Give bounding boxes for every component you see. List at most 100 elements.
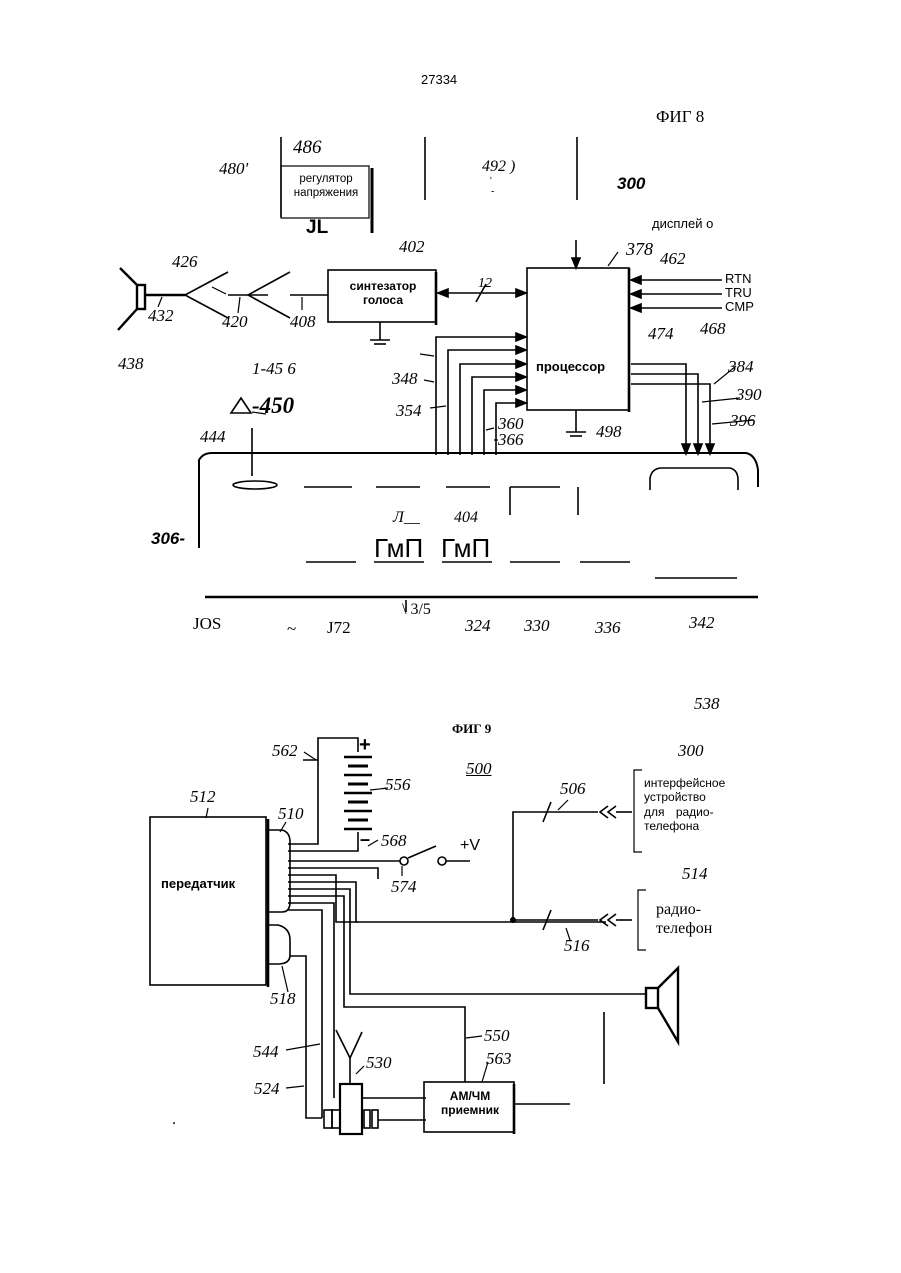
battery-minus: –	[360, 830, 370, 848]
supply-plus-v: +V	[460, 838, 480, 854]
processor-block	[527, 240, 629, 436]
processor-output-lines	[631, 364, 714, 454]
voice-synthesizer-label-line2: голоса	[330, 294, 436, 308]
ref-378: 378	[626, 240, 653, 258]
ref-500: 500	[466, 760, 492, 777]
ref-563: 563	[486, 1050, 512, 1067]
processor-label: процессор	[536, 360, 605, 373]
ref-574: 574	[391, 878, 417, 895]
ref-530: 530	[366, 1054, 392, 1071]
voice-synthesizer-label-line1: синтезатор	[330, 280, 436, 294]
interface-device-bracket	[634, 770, 642, 852]
ref-456: 1-45 6	[252, 360, 296, 377]
ref-524: 524	[254, 1080, 280, 1097]
ref-jl: JL	[306, 218, 328, 237]
ref-j72: J72	[327, 619, 351, 636]
segment-glyph-1: ГмП	[374, 535, 423, 561]
ref-315: \ 3/5	[402, 602, 431, 618]
ref-538: 538	[694, 695, 720, 712]
signal-cmp: CMP	[725, 300, 754, 313]
page-number: 27334	[421, 73, 457, 86]
radiophone-label-line1: радио-	[656, 900, 712, 919]
ref-420: 420	[222, 313, 248, 330]
ref-486: 486	[293, 138, 322, 157]
fig9-ref-300: 300	[678, 742, 704, 759]
ref-462: 462	[660, 250, 686, 267]
ref-492: 492 )	[482, 159, 515, 175]
power-switch	[288, 846, 470, 865]
transmitter-label: передатчик	[161, 877, 235, 890]
ref-384: 384	[728, 358, 754, 375]
ref-544: 544	[253, 1043, 279, 1060]
battery-plus: +	[359, 735, 371, 755]
ref-330: 330	[524, 617, 550, 634]
leader-lines	[158, 252, 754, 1088]
ref-562: 562	[272, 742, 298, 759]
interface-device-label-line3: для радио-	[644, 805, 725, 819]
stray-dot: .	[172, 1112, 176, 1128]
antenna-icon	[336, 1030, 362, 1084]
interface-device-label: интерфейсное устройство для радио- телеф…	[644, 776, 725, 834]
ref-444: 444	[200, 428, 226, 445]
segment-glyph-2: ГмП	[441, 535, 490, 561]
ref-450: -450	[252, 394, 294, 417]
voltage-regulator-label-line2: напряжения	[283, 187, 369, 201]
triangle-symbol-450	[231, 398, 251, 413]
radiophone-bracket	[638, 890, 646, 950]
voice-synthesizer-label: синтезатор голоса	[330, 280, 436, 308]
ref-480: 480'	[219, 160, 248, 177]
ref-354: 354	[396, 402, 422, 419]
ref-426: 426	[172, 253, 198, 270]
transmitter-wires	[288, 868, 646, 1118]
ref-390: 390	[736, 386, 762, 403]
ref-jos: JOS	[193, 615, 221, 632]
ref-324: 324	[465, 617, 491, 634]
ref-366: 366	[498, 431, 524, 448]
ref-556: 556	[385, 776, 411, 793]
interface-device-label-line4: телефона	[644, 819, 725, 833]
ref-306: 306-	[151, 530, 185, 547]
interface-device-label-line1: интерфейсное	[644, 776, 725, 790]
voltage-regulator-label-line1: регулятор	[283, 173, 369, 187]
am-fm-receiver-label-line1: АМ/ЧМ	[426, 1090, 514, 1104]
status-input-lines	[631, 276, 722, 312]
ref-514: 514	[682, 865, 708, 882]
ref-342: 342	[689, 614, 715, 631]
ref-550: 550	[484, 1027, 510, 1044]
am-fm-receiver-label: АМ/ЧМ приемник	[426, 1090, 514, 1118]
am-fm-receiver-label-line2: приемник	[426, 1104, 514, 1118]
ref-516: 516	[564, 937, 590, 954]
ref-404: 404	[454, 510, 478, 526]
ref-568: 568	[381, 832, 407, 849]
bus-width-label: 12	[478, 277, 492, 291]
antenna-connector	[324, 1084, 426, 1134]
ref-438: 438	[118, 355, 144, 372]
transmitter-block	[150, 817, 290, 987]
ref-518: 518	[270, 990, 296, 1007]
display-panel	[199, 428, 758, 612]
ref-506: 506	[560, 780, 586, 797]
ref-474: 474	[648, 325, 674, 342]
ref-tilde: ~	[287, 620, 296, 637]
ref-468: 468	[700, 320, 726, 337]
ref-512: 512	[190, 788, 216, 805]
radiophone-label: радио- телефон	[656, 900, 712, 938]
ref-498: 498	[596, 423, 622, 440]
ref-402: 402	[399, 238, 425, 255]
ref-432: 432	[148, 307, 174, 324]
voltage-regulator-label: регулятор напряжения	[283, 173, 369, 201]
ref-336: 336	[595, 619, 621, 636]
radiophone-label-line2: телефон	[656, 919, 712, 938]
dash-mark: -	[491, 187, 494, 197]
signal-rtn: RTN	[725, 272, 751, 285]
ref-510: 510	[278, 805, 304, 822]
interface-device-label-line2: устройство	[644, 790, 725, 804]
fig8-title: ФИГ 8	[656, 108, 704, 125]
fig9-title: ФИГ 9	[452, 722, 491, 735]
loudspeaker-icon	[604, 968, 678, 1084]
display-label: дисплей о	[652, 217, 713, 230]
ref-408: 408	[290, 313, 316, 330]
interface-bus-506	[511, 802, 632, 930]
ref-396: 396	[730, 412, 756, 429]
